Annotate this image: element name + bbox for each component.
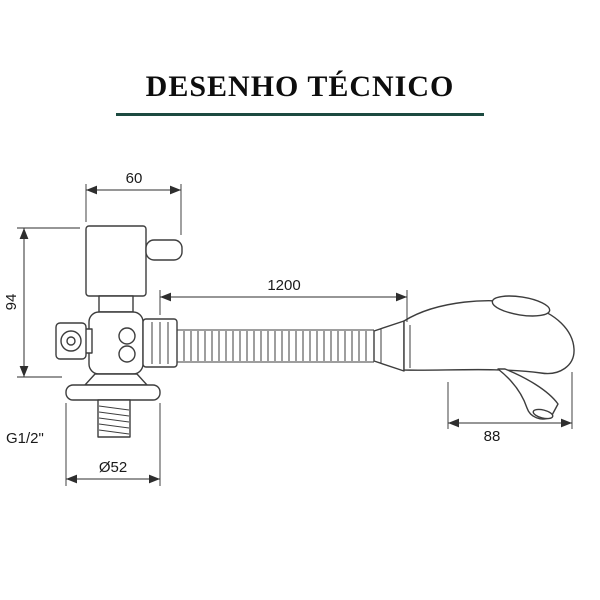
dim-94-label: 94	[3, 294, 20, 311]
valve-body	[88, 311, 144, 375]
left-outlet-inner-circle	[66, 336, 76, 346]
valve-handle	[145, 239, 183, 261]
page-title: DESENHO TÉCNICO	[145, 70, 455, 103]
sprayer-button	[491, 295, 551, 317]
sprayer-nozzle	[532, 408, 554, 420]
valve-cylinder	[85, 225, 147, 297]
dim-top-width: 60	[85, 170, 182, 235]
hand-sprayer	[403, 295, 575, 420]
body-detail-circle-top	[118, 327, 136, 345]
body-detail-circle-bottom	[118, 345, 136, 363]
dim-60-label: 60	[126, 170, 143, 187]
dimensions: 60 94 1200 Ø52	[3, 170, 573, 486]
dim-hose-length: 1200	[159, 277, 408, 322]
hose-nut-ridges	[151, 322, 169, 364]
sprayer-head	[403, 300, 575, 375]
dim-52-label: Ø52	[99, 459, 127, 476]
shower-valve	[55, 225, 183, 438]
hose-corrugation	[183, 331, 367, 361]
thread-hatch	[98, 405, 130, 435]
dim-sprayer-length: 88	[447, 372, 573, 445]
valve-neck	[98, 295, 134, 313]
dim-base-diameter: Ø52	[65, 403, 161, 486]
body-taper	[84, 373, 148, 386]
thread-label: G1/2"	[6, 430, 44, 447]
header: DESENHO TÉCNICO	[0, 70, 600, 116]
flexible-hose	[176, 320, 405, 372]
wall-flange	[65, 384, 161, 401]
dim-88-label: 88	[484, 428, 501, 445]
sprayer-spout	[497, 368, 559, 420]
title-underline	[116, 113, 484, 116]
dim-1200-label: 1200	[267, 277, 300, 294]
dim-left-height: 94	[3, 227, 80, 378]
hose-coupling	[373, 320, 405, 372]
